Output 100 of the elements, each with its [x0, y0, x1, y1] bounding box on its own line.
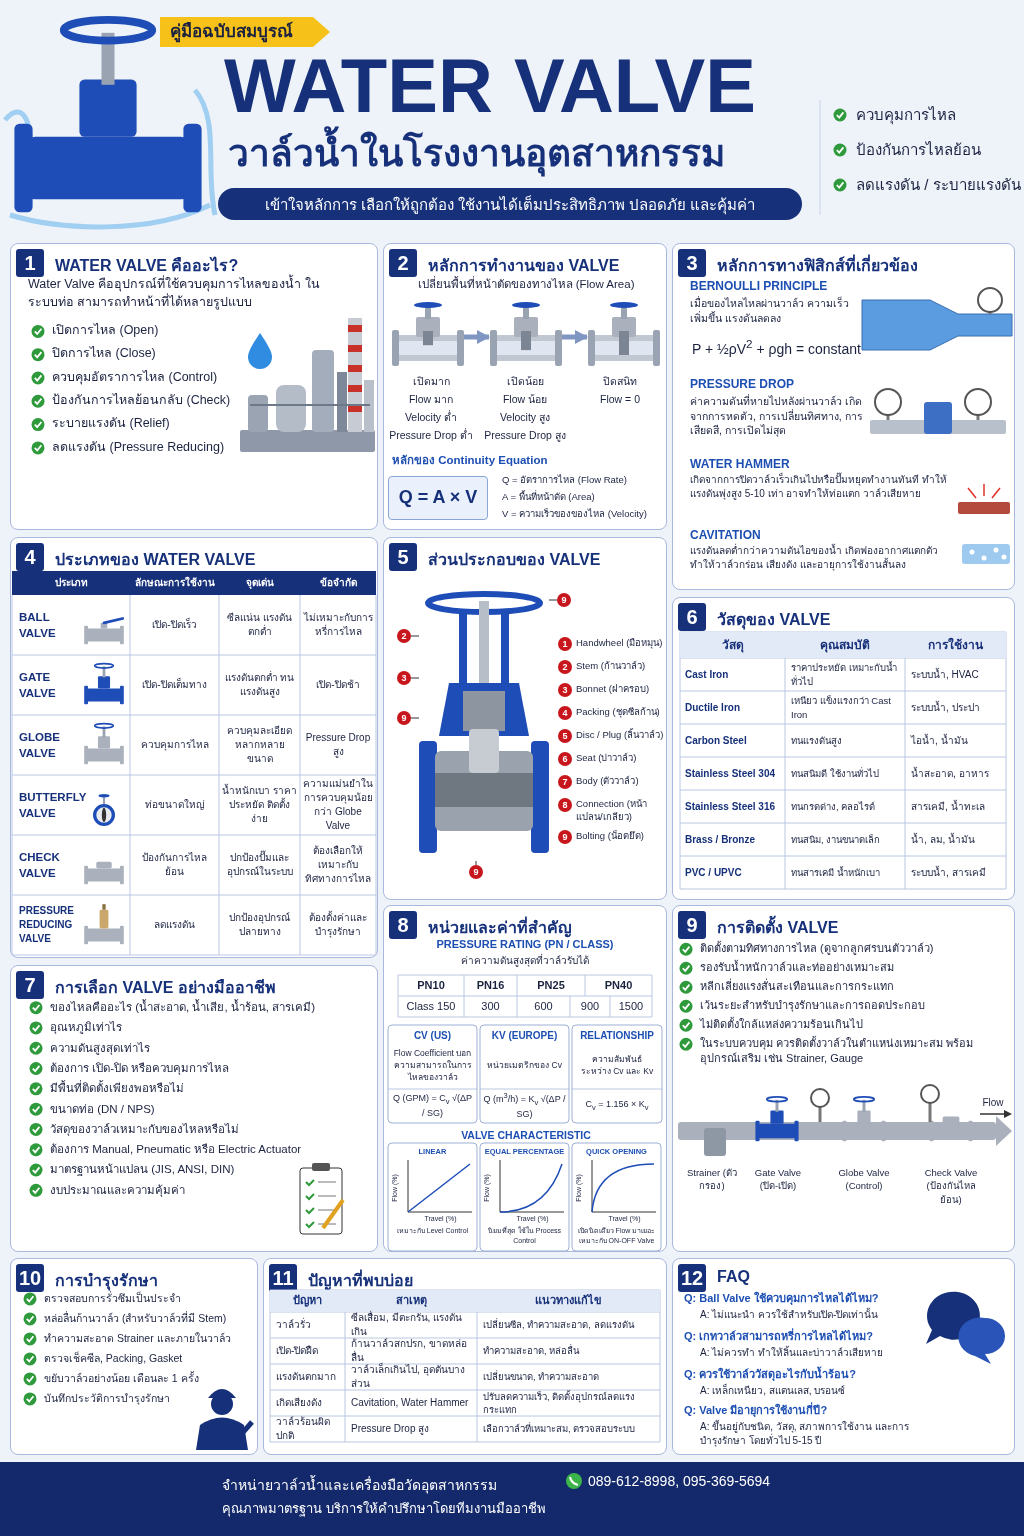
- callout-number: 2: [397, 629, 411, 643]
- checklist-item: รองรับน้ำหนักวาล์วและท่ออย่างเหมาะสม: [700, 960, 895, 975]
- table-cell-text: เปิด-ปิดฝืด: [275, 1344, 320, 1358]
- section-number: 10: [16, 1264, 44, 1292]
- section-panel: [672, 243, 1015, 590]
- component-caption: Strainer (ตัวกรอง): [685, 1166, 739, 1193]
- table-header-cell: แนวทางแก้ไข: [477, 1290, 660, 1312]
- part-name: Handwheel (มือหมุน): [576, 636, 664, 650]
- table-cell-text: น้ำ, ลม, น้ำมัน: [910, 831, 977, 847]
- description-text: เกิดจากการปิดวาล์วเร็วเกินไปหรือปั๊มหยุดทำงานทันที ทำให้แรงดันพุ่งสูง 5-10 เท่า อาจทำให้ท่อแตก วาล์วเสียหาย: [690, 473, 948, 501]
- table-cell-text: ระบบน้ำ, ประปา: [910, 699, 981, 715]
- part-name: Body (ตัววาล์ว): [576, 774, 640, 788]
- checklist-item: ขนาดท่อ (DN / NPS): [50, 1101, 156, 1117]
- section-subheading: WATER HAMMER: [690, 456, 791, 472]
- leader-line: [410, 717, 420, 719]
- section-title: FAQ: [717, 1268, 750, 1286]
- table-cell-text: 1500: [617, 998, 645, 1014]
- section-number: 4: [16, 543, 44, 571]
- section-number: 6: [678, 603, 706, 631]
- checklist-item: มาตรฐานหน้าแปลน (JIS, ANSI, DIN): [50, 1162, 236, 1178]
- tagline-banner: เข้าใจหลักการ เลือกให้ถูกต้อง ใช้งานได้เต็มประสิทธิภาพ ปลอดภัย และคุ้มค่า: [218, 188, 802, 220]
- section-number: 3: [678, 249, 706, 277]
- checklist-item: ต้องการ Manual, Pneumatic หรือ Electric Actuator: [50, 1142, 303, 1158]
- material-name: Ductile Iron: [684, 700, 741, 715]
- faq-question: Q: เกทวาล์วสามารถหรี่การไหลได้ไหม?: [684, 1329, 874, 1344]
- table-cell-text: 600: [533, 998, 554, 1014]
- definition-text: A = พื้นที่หน้าตัด (Area): [502, 490, 596, 504]
- material-name: Stainless Steel 316: [684, 799, 777, 814]
- material-name: PVC / UPVC: [684, 865, 743, 880]
- state-text: Pressure Drop ต่ำ: [388, 428, 474, 443]
- state-text: เปิดมาก: [411, 374, 451, 389]
- table-cell-text: เปิด-ปิดช้า: [315, 678, 361, 692]
- arrow: [464, 330, 490, 344]
- caption: เปลี่ยนพื้นที่หน้าตัดของทางไหล (Flow Area): [416, 276, 636, 292]
- section-number: 5: [389, 543, 417, 571]
- section-panel: [10, 965, 378, 1252]
- table-cell-text: ซีลเสื่อม, มีตะกรัน, แรงดันเกิน: [350, 1312, 464, 1338]
- section-subheading: BERNOULLI PRINCIPLE: [690, 278, 829, 295]
- table-cell-text: น้ำสะอาด, อาหาร: [910, 765, 990, 781]
- table-header-cell: จุดเด่น: [219, 571, 300, 595]
- checklist-item: ขยับวาล์วอย่างน้อย เดือนละ 1 ครั้ง: [44, 1371, 200, 1386]
- table-cell-text: ปกป้องอุปกรณ์ปลายทาง: [228, 911, 291, 939]
- section-panel: [10, 1258, 258, 1455]
- checklist-item: ในระบบควบคุม ควรติดตั้งวาล์วในตำแหน่งเหมาะสม พร้อมอุปกรณ์เสริม เช่น Strainer, Gauge: [700, 1036, 975, 1067]
- table-cell-text: เปิด-ปิดเต็มทาง: [141, 676, 208, 692]
- part-name: Disc / Plug (ลิ้นวาล์ว): [576, 728, 664, 742]
- table-cell-text: วาล์วร้อนผิดปกติ: [275, 1416, 331, 1442]
- feature-item: ควบคุมการไหล: [856, 105, 957, 125]
- checklist-item: ปิดการไหล (Close): [52, 345, 157, 363]
- faq-question: Q: Valve มีอายุการใช้งานกี่ปี?: [684, 1403, 829, 1419]
- callout-number: 9: [469, 865, 483, 879]
- faq-answer: A: เหล็กเหนียว, สแตนเลส, บรอนซ์: [700, 1384, 847, 1398]
- checklist-item: ป้องกันการไหลย้อนกลับ (Check): [52, 391, 232, 409]
- table-header-cell: ข้อจำกัด: [300, 571, 376, 595]
- state-text: ปิดสนิท: [602, 374, 638, 389]
- section-subheading: PRESSURE DROP: [690, 376, 796, 393]
- checklist-item: ลดแรงดัน (Pressure Reducing): [52, 438, 226, 456]
- checklist-item: ของไหลคืออะไร (น้ำสะอาด, น้ำเสีย, น้ำร้อน, สารเคมี): [50, 999, 317, 1015]
- table-cell-text: ทนสารเคมี น้ำหนักเบา: [790, 865, 881, 880]
- checklist-item: เปิดการไหล (Open): [52, 322, 160, 339]
- table-cell-text: ระบบน้ำ, HVAC: [910, 666, 980, 682]
- table-cell-text: เลือกวาล์วที่เหมาะสม, ตรวจสอบระบบ: [482, 1421, 637, 1437]
- section-title: WATER VALVE คืออะไร?: [55, 255, 239, 274]
- table-cell-text: เปลี่ยนขนาด, ทำความสะอาด: [482, 1369, 601, 1385]
- checklist-item: ต้องการ เปิด-ปิด หรือควบคุมการไหล: [50, 1060, 231, 1076]
- table-cell-text: เหนียว แข็งแรงกว่า Cast Iron: [790, 694, 892, 722]
- checklist-item: หลีกเลี่ยงแรงสั่นสะเทือนและการกระแทก: [700, 979, 895, 994]
- part-name: Connection (หน้าแปลน/เกลียว): [576, 797, 648, 824]
- definition-text: Q = อัตราการไหล (Flow Rate): [502, 473, 628, 487]
- valve-type-name: CHECK VALVE: [18, 849, 61, 881]
- faq-answer: A: ไม่ควรทำ ทำให้ลิ้นและบ่าวาล์วเสียหาย: [700, 1346, 884, 1360]
- table-cell-text: ระบบน้ำ, สารเคมี: [910, 864, 987, 880]
- guide-tag: คู่มือฉบับสมบูรณ์: [160, 17, 330, 47]
- valve-type-name: BALL VALVE: [18, 609, 57, 641]
- table-cell-text: ทนสนิมดี ใช้งานทั่วไป: [790, 766, 880, 781]
- description-text: หน่วยเมตริกของ Cv: [486, 1059, 563, 1073]
- description-text: แรงดันลดต่ำกว่าความดันไอของน้ำ เกิดฟองอากาศแตกตัว ทำให้วาล์วกร่อน เสียงดัง และอายุการใช้งานสั้นลง: [690, 544, 939, 572]
- table-cell-text: เกิดเสียงดัง: [275, 1396, 323, 1410]
- part-name: Bonnet (ฝาครอบ): [576, 682, 651, 696]
- table-cell-text: เปิด-ปิดเร็ว: [151, 616, 198, 632]
- section-panel: [383, 905, 667, 1252]
- feature-item: ป้องกันการไหลย้อน: [856, 140, 982, 160]
- description-text: Water Valve คืออุปกรณ์ที่ใช้ควบคุมการไหลของน้ำ ในระบบท่อ สามารถทำหน้าที่ได้หลายรูปแบบ: [28, 276, 328, 311]
- table-cell-text: PN10: [416, 977, 446, 993]
- table-cell-text: ไอน้ำ, น้ำมัน: [909, 732, 969, 748]
- section-number: 2: [389, 249, 417, 277]
- table-cell-text: เปลี่ยนซีล, ทำความสะอาด, ลดแรงดัน: [482, 1317, 636, 1333]
- description-text: ค่าความดันที่หายไปหลังผ่านวาล์ว เกิดจากการหดตัว, การเปลี่ยนทิศทาง, การเสียดสี, การเปิดไม่สุด: [690, 394, 864, 439]
- formula: P + ½ρV$^{2}$ + ρgh = constant: [692, 336, 862, 359]
- section-title: หน่วยและค่าที่สำคัญ: [428, 915, 572, 940]
- leader-line: [475, 860, 477, 866]
- checklist-item: ไม่ติดตั้งใกล้แหล่งความร้อนเกินไป: [700, 1017, 864, 1032]
- feature-item: ลดแรงดัน / ระบายแรงดัน: [856, 175, 1021, 195]
- table-cell-text: แรงดันตกต่ำ ทนแรงดันสูง: [223, 669, 296, 700]
- card-title: RELATIONSHIP: [579, 1029, 655, 1043]
- material-name: Stainless Steel 304: [684, 766, 777, 781]
- material-name: Brass / Bronze: [684, 832, 757, 847]
- table-cell-text: Pressure Drop สูง: [350, 1422, 431, 1437]
- checklist-item: มีพื้นที่ติดตั้งเพียงพอหรือไม่: [50, 1080, 185, 1097]
- table-cell-text: PN40: [603, 977, 634, 993]
